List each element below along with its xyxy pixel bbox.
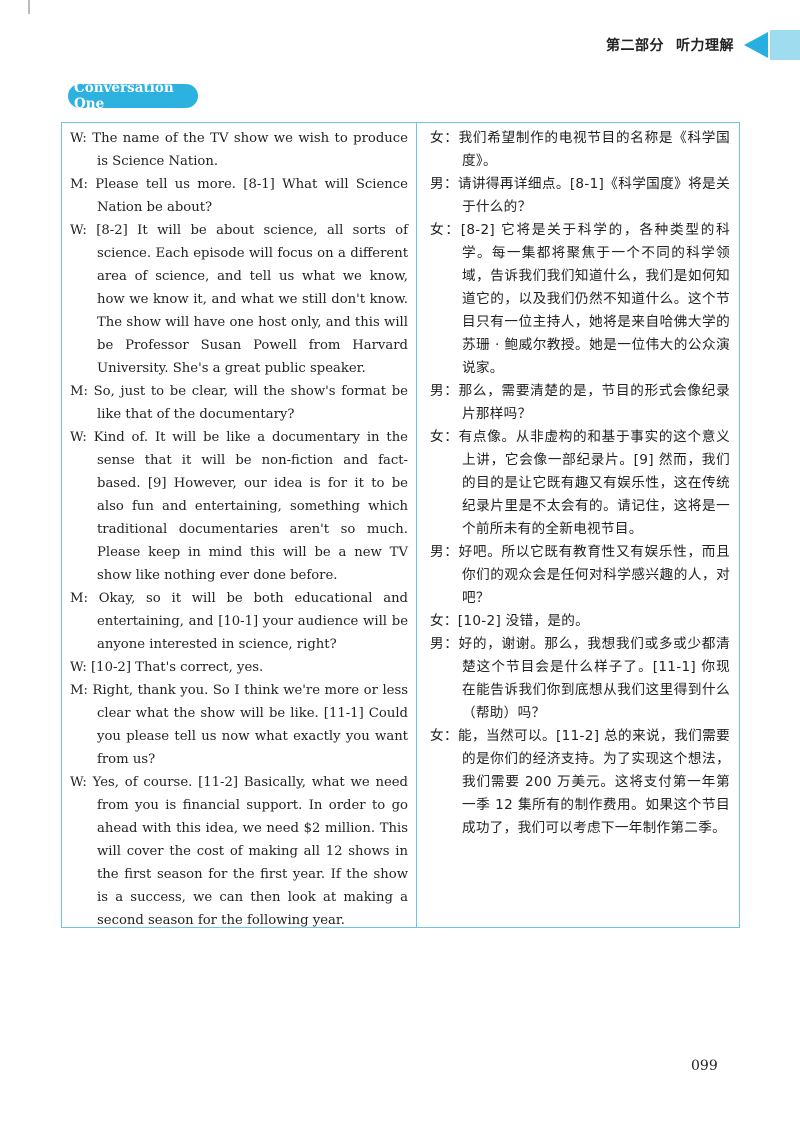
header-section: 听力理解 <box>676 38 734 54</box>
header-part: 第二部分 <box>606 38 664 54</box>
chinese-turn: 男：那么，需要清楚的是，节目的形式会像纪录片那样吗？ <box>430 383 730 422</box>
transcript-box: W: The name of the TV show we wish to pr… <box>61 122 740 928</box>
english-turn: M: So, just to be clear, will the show's… <box>70 384 408 422</box>
running-header: 第二部分 听力理解 <box>606 30 800 60</box>
column-divider <box>416 123 417 927</box>
chinese-turn: 男：好吧。所以它既有教育性又有娱乐性，而且你们的观众会是任何对科学感兴趣的人，对… <box>430 544 730 606</box>
chinese-turn: 男：好的，谢谢。那么，我想我们或多或少都清楚这个节目会是什么样子了。[11-1]… <box>430 636 730 721</box>
conversation-badge: Conversation One <box>68 80 198 112</box>
page-number: 099 <box>691 1058 718 1074</box>
chinese-turn: 女：我们希望制作的电视节目的名称是《科学国度》。 <box>430 130 730 169</box>
page-edge-mark <box>28 0 30 14</box>
chinese-turn: 女：[8-2] 它将是关于科学的，各种类型的科学。每一集都将聚焦于一个不同的科学… <box>430 222 730 376</box>
chinese-turn: 男：请讲得再详细点。[8-1]《科学国度》将是关于什么的？ <box>430 176 730 215</box>
english-column: W: The name of the TV show we wish to pr… <box>70 127 408 932</box>
chinese-column: 女：我们希望制作的电视节目的名称是《科学国度》。 男：请讲得再详细点。[8-1]… <box>430 127 730 840</box>
chinese-turn: 女：有点像。从非虚构的和基于事实的这个意义上讲，它会像一部纪录片。[9] 然而，… <box>430 429 730 537</box>
english-turn: W: Kind of. It will be like a documentar… <box>70 430 408 583</box>
english-turn: M: Right, thank you. So I think we're mo… <box>70 683 408 767</box>
english-turn: W: The name of the TV show we wish to pr… <box>70 131 408 169</box>
english-turn: W: Yes, of course. [11-2] Basically, wha… <box>70 775 408 928</box>
english-turn: W: [10-2] That's correct, yes. <box>70 660 264 675</box>
chinese-turn: 女：能，当然可以。[11-2] 总的来说，我们需要的是你们的经济支持。为了实现这… <box>430 728 730 836</box>
english-turn: M: Okay, so it will be both educational … <box>70 591 408 652</box>
header-tab <box>770 30 800 60</box>
header-arrow-icon <box>744 32 770 58</box>
english-turn: W: [8-2] It will be about science, all s… <box>70 223 408 376</box>
chinese-turn: 女：[10-2] 没错，是的。 <box>430 613 590 629</box>
english-turn: M: Please tell us more. [8-1] What will … <box>70 177 408 215</box>
